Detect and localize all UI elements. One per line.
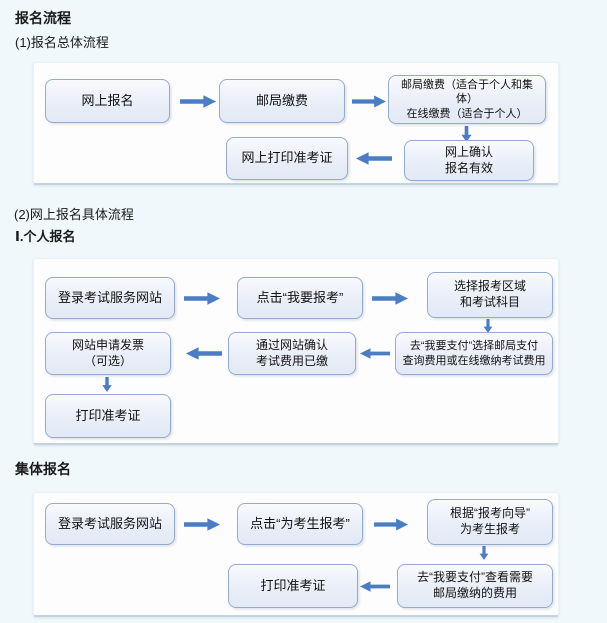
section-label-online-detail: (2)网上报名具体流程 [14, 207, 134, 222]
flow-box-label: 通过网站确认 [255, 337, 328, 352]
flow-box-label: （可选） [83, 353, 132, 368]
flow-box-pay-group: 去“我要支付”查看需要 邮局缴纳的费用 [397, 564, 553, 608]
arrow-down-icon [101, 377, 113, 392]
flow-box-pay-individual: 去“我要支付”选择邮局支付 查询费用或在线缴纳考试费用 [395, 332, 553, 375]
flow-box-label: 点击“为考生报考” [250, 515, 350, 531]
flow-box-wizard: 根据“报考向导” 为考生报考 [427, 499, 553, 545]
arrow-down-icon [460, 126, 473, 142]
flow-box-print-ticket-online: 网上打印准考证 [226, 137, 348, 180]
arrow-right-icon [184, 292, 220, 305]
flow-box-label: 选择报考区域 [453, 279, 526, 294]
arrow-down-icon [482, 319, 494, 333]
arrow-left-icon [360, 580, 390, 593]
flow-box-post-office-pay: 邮局缴费 [219, 79, 345, 123]
flow-box-click-apply-group: 点击“为考生报考” [237, 503, 363, 545]
arrow-left-icon [186, 347, 222, 360]
flow-box-label: 去“我要支付”查看需要 [417, 570, 533, 585]
flow-box-pay-options: 邮局缴费（适合于个人和集体） 在线缴费（适合于个人） [388, 75, 546, 124]
flow-box-label: 报名有效 [444, 160, 493, 175]
arrow-right-icon [180, 95, 216, 108]
arrow-right-icon [352, 95, 386, 108]
arrow-down-icon [478, 546, 490, 560]
flow-box-label: 邮局缴费（适合于个人和集体） [401, 79, 533, 106]
arrow-right-icon [374, 518, 408, 531]
flow-box-invoice: 网站申请发票 （可选） [45, 332, 171, 375]
flow-box-select-area: 选择报考区域 和考试科目 [427, 272, 553, 318]
flow-box-label: 打印准考证 [75, 407, 141, 423]
flow-box-label: 网上打印准考证 [241, 150, 333, 166]
flow-box-click-apply-individual: 点击“我要报考” [237, 277, 363, 319]
flow-box-label: 网上报名 [81, 92, 134, 108]
arrow-left-icon [356, 152, 392, 165]
flow-box-label: 登录考试服务网站 [57, 515, 162, 531]
section-label-overall: (1)报名总体流程 [15, 35, 109, 50]
flow-box-label: 和考试科目 [459, 295, 520, 309]
arrow-left-icon [360, 347, 390, 360]
flow-box-login-group: 登录考试服务网站 [45, 503, 175, 545]
flow-box-label: 根据“报考向导” [450, 506, 530, 521]
flow-box-login-individual: 登录考试服务网站 [45, 277, 175, 319]
arrow-right-icon [184, 518, 220, 531]
flow-box-print-ticket-individual: 打印准考证 [45, 394, 171, 438]
flow-box-label: 网上确认 [444, 144, 493, 159]
flow-box-label: 考试费用已缴 [255, 353, 328, 368]
flow-box-label: 登录考试服务网站 [57, 289, 162, 305]
flow-box-confirm-valid: 网上确认 报名有效 [404, 140, 534, 181]
flow-box-confirm-paid: 通过网站确认 考试费用已缴 [228, 332, 356, 375]
flow-box-register-online: 网上报名 [45, 79, 170, 123]
arrow-right-icon [372, 292, 408, 305]
flow-box-label: 邮局缴纳的费用 [432, 586, 517, 600]
flow-box-print-ticket-group: 打印准考证 [228, 564, 358, 608]
section-label-group: 集体报名 [15, 461, 71, 477]
flow-box-label: 打印准考证 [260, 577, 326, 593]
section-label-individual: Ⅰ.个人报名 [15, 229, 76, 244]
flow-box-label: 查询费用或在线缴纳考试费用 [402, 354, 546, 367]
flow-box-label: 在线缴费（适合于个人） [406, 107, 528, 120]
flow-box-label: 点击“我要报考” [256, 289, 344, 305]
flow-box-label: 为考生报考 [459, 522, 520, 536]
page-title: 报名流程 [15, 10, 71, 26]
flow-box-label: 邮局缴费 [255, 92, 308, 108]
flow-box-label: 网站申请发票 [71, 337, 144, 352]
flow-box-label: 去“我要支付”选择邮局支付 [409, 340, 539, 353]
